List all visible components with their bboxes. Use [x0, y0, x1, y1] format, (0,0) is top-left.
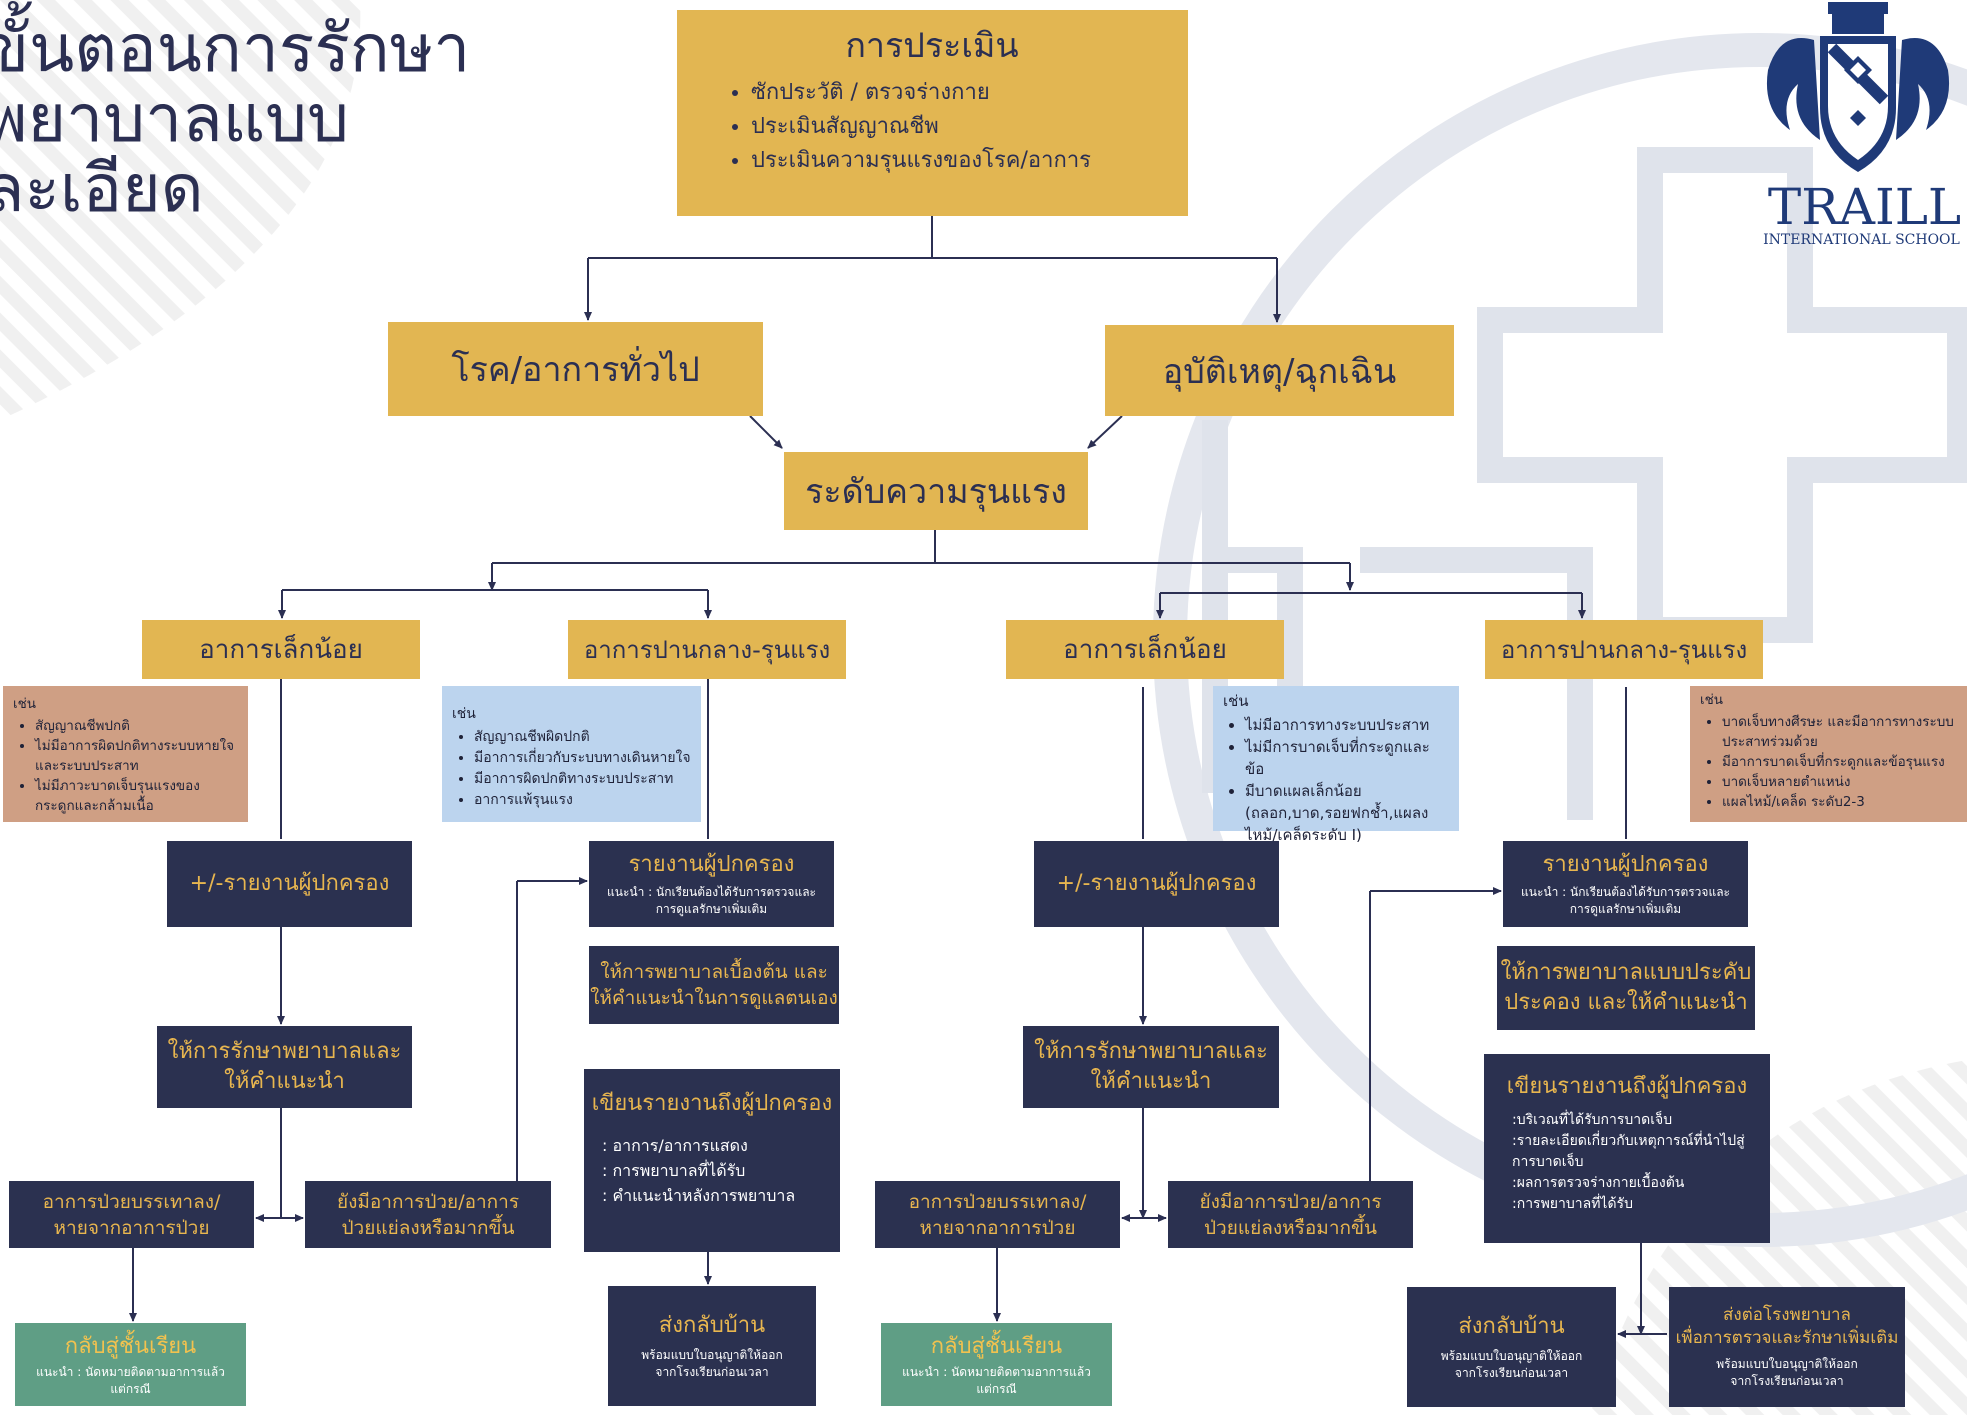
left-back-to-class: กลับสู่ชั้นเรียน แนะนำ : นัดหมายติดตามอา…	[15, 1323, 246, 1406]
right-minor-better: อาการป่วยบรรเทาลง/ หายจากอาการป่วย	[875, 1181, 1120, 1248]
right-minor-worse: ยังมีอาการป่วย/อาการ ป่วยแย่ลงหรือมากขึ้…	[1168, 1181, 1413, 1248]
assessment-item: ประเมินความรุนแรงของโรค/อาการ	[751, 144, 1091, 178]
left-minor-treat: ให้การรักษาพยาบาลและ ให้คำแนะนำ	[157, 1026, 412, 1108]
school-crest-icon	[1766, 2, 1950, 172]
page-title: ขั้นตอนการรักษา พยาบาลแบบ ละเอียด	[0, 10, 471, 227]
right-minor-examples: เช่น ไม่มีอาการทางระบบประสาท ไม่มีการบาด…	[1213, 686, 1459, 844]
connector-line	[1087, 415, 1123, 449]
assessment-item: ประเมินสัญญาณชีพ	[751, 110, 1091, 144]
left-serious-examples: เช่น สัญญาณชีพผิดปกติ มีอาการเกี่ยวกับระ…	[442, 686, 701, 822]
left-serious-write-report: เขียนรายงานถึงผู้ปกครอง : อาการ/อาการแสด…	[584, 1069, 840, 1252]
logo-subtitle: INTERNATIONAL SCHOOL	[1763, 232, 1960, 248]
right-serious-examples: เช่น บาดเจ็บทางศีรษะ และมีอาการทางระบบปร…	[1690, 686, 1967, 822]
assessment-list: ซักประวัติ / ตรวจร่างกาย ประเมินสัญญาณชี…	[717, 76, 1091, 178]
right-serious-send-home: ส่งกลับบ้าน พร้อมแบบใบอนุญาติให้ออก จากโ…	[1407, 1287, 1616, 1407]
assessment-title: การประเมิน	[845, 26, 1019, 66]
right-back-to-class: กลับสู่ชั้นเรียน แนะนำ : นัดหมายติดตามอา…	[881, 1323, 1112, 1406]
left-minor-worse: ยังมีอาการป่วย/อาการ ป่วยแย่ลงหรือมากขึ้…	[305, 1181, 551, 1248]
left-minor-examples: เช่น สัญญาณชีพปกติ ไม่มีอาการผิดปกติทางร…	[3, 686, 248, 822]
right-serious-report-parent: รายงานผู้ปกครอง แนะนำ : นักเรียนต้องได้ร…	[1503, 841, 1748, 927]
severity-box: ระดับความรุนแรง	[784, 452, 1088, 530]
right-serious-supportive-care: ให้การพยาบาลแบบประคับ ประคอง และให้คำแนะ…	[1497, 946, 1755, 1030]
right-minor-report-parent: +/-รายงานผู้ปกครอง	[1034, 841, 1279, 927]
right-minor-label: อาการเล็กน้อย	[1006, 620, 1284, 679]
right-serious-refer-hospital: ส่งต่อโรงพยาบาล เพื่อการตรวจและรักษาเพิ่…	[1669, 1287, 1905, 1407]
logo-wordmark: TRAILL	[1767, 178, 1962, 236]
general-illness-box: โรค/อาการทั่วไป	[388, 322, 763, 416]
emergency-box: อุบัติเหตุ/ฉุกเฉิน	[1105, 325, 1454, 416]
left-minor-label: อาการเล็กน้อย	[142, 620, 420, 679]
connector-line	[749, 415, 783, 449]
assessment-box: การประเมิน ซักประวัติ / ตรวจร่างกาย ประเ…	[677, 10, 1188, 216]
right-serious-label: อาการปานกลาง-รุนแรง	[1485, 620, 1763, 679]
left-serious-label: อาการปานกลาง-รุนแรง	[568, 620, 846, 679]
right-minor-treat: ให้การรักษาพยาบาลและ ให้คำแนะนำ	[1023, 1026, 1279, 1108]
left-serious-report-parent: รายงานผู้ปกครอง แนะนำ : นักเรียนต้องได้ร…	[589, 841, 834, 927]
right-serious-write-report: เขียนรายงานถึงผู้ปกครอง :บริเวณที่ได้รับ…	[1484, 1054, 1770, 1243]
assessment-item: ซักประวัติ / ตรวจร่างกาย	[751, 76, 1091, 110]
left-minor-better: อาการป่วยบรรเทาลง/ หายจากอาการป่วย	[9, 1181, 254, 1248]
left-serious-send-home: ส่งกลับบ้าน พร้อมแบบใบอนุญาติให้ออก จากโ…	[608, 1286, 816, 1406]
left-minor-report-parent: +/-รายงานผู้ปกครอง	[167, 841, 412, 927]
left-serious-first-aid: ให้การพยาบาลเบื้องต้น และ ให้คำแนะนำในกา…	[589, 946, 839, 1024]
